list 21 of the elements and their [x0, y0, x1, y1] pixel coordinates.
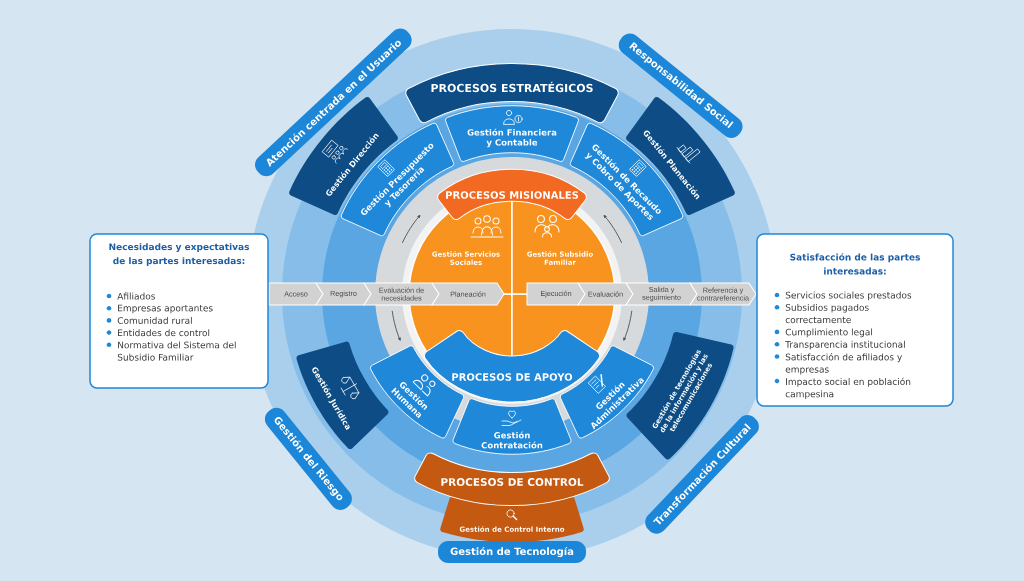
- section-banner: PROCESOS DE CONTROL: [414, 452, 610, 507]
- ring-label: Gestión de Tecnología: [438, 541, 586, 563]
- process-tile: Gestión Financiera y Contable: [445, 105, 579, 162]
- list-item: Entidades de control: [118, 329, 210, 337]
- panel-heading: Satisfacción de las partes interesadas:: [790, 253, 920, 275]
- section-banner: PROCESOS MISIONALES: [437, 168, 587, 220]
- list-item: Satisfacción de afiliados y empresas: [785, 353, 902, 375]
- panel-heading: Necesidades y expectativas de las partes interesadas:: [109, 243, 250, 266]
- list-item: Comunidad rural: [117, 317, 192, 324]
- section-banner: PROCESOS ESTRATÉGICOS: [405, 62, 619, 124]
- list-item: Impacto social en población campesina: [785, 377, 911, 400]
- list-item: Servicios sociales prestados: [785, 291, 912, 301]
- list-item: Normativa del Sistema del Subsidio Familiar: [117, 341, 236, 361]
- list-item: Afiliados: [117, 292, 155, 300]
- text-panel: [89, 233, 269, 389]
- process-tile: Gestión Contratación: [452, 398, 572, 455]
- text-panel: [756, 233, 954, 407]
- list-item: Empresas aportantes: [118, 304, 213, 314]
- list-item: Subsidios pagados correctamente: [785, 303, 869, 324]
- list-item: Cumplimiento legal: [785, 328, 872, 338]
- list-item: Transparencia institucional: [785, 340, 905, 350]
